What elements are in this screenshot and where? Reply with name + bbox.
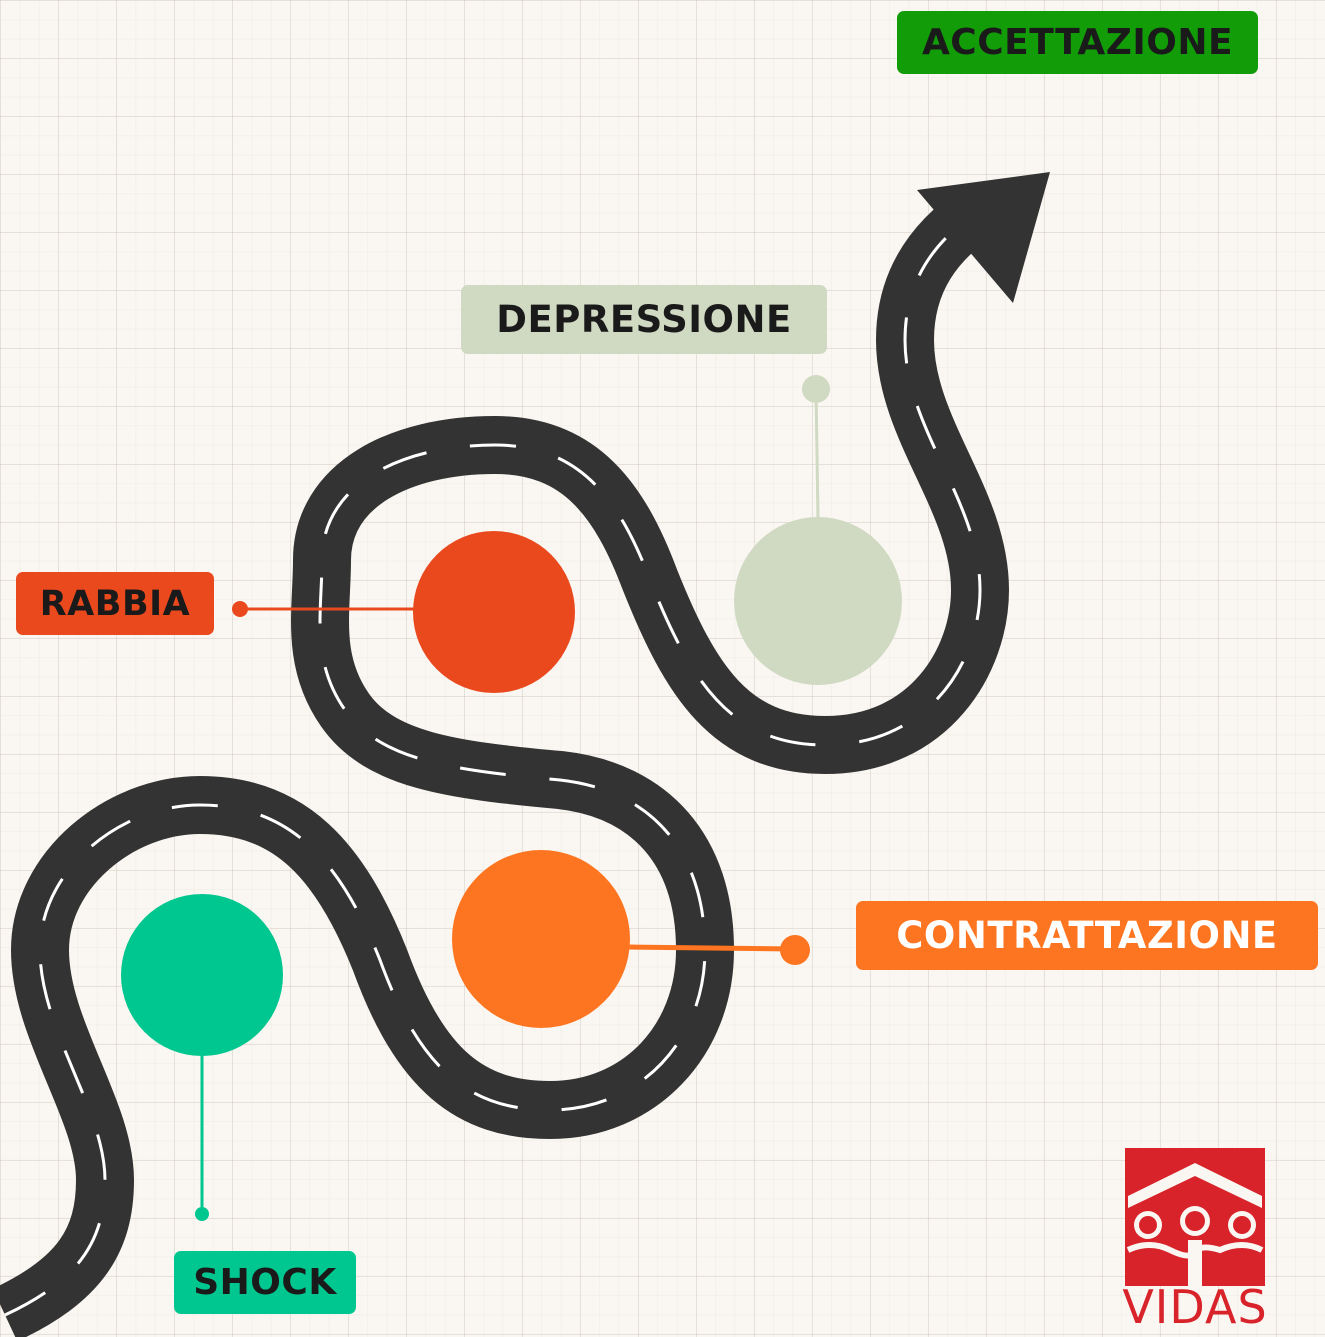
contrattazione-connector	[627, 944, 796, 952]
stage-label-accettazione: ACCETTAZIONE	[897, 11, 1258, 74]
road-center-line	[4, 208, 982, 1317]
rabbia-connector-dot	[232, 601, 248, 617]
stage-label-contrattazione: CONTRATTAZIONE	[856, 901, 1318, 970]
rabbia-circle	[413, 531, 575, 693]
depressione-circle	[734, 517, 902, 685]
stage-label-shock: SHOCK	[174, 1251, 356, 1314]
vidas-logo-icon	[1125, 1148, 1265, 1286]
road	[0, 185, 1009, 1337]
depressione-connector-dot	[802, 375, 830, 403]
stage-label-rabbia: RABBIA	[16, 572, 214, 635]
shock-connector-dot	[195, 1207, 209, 1221]
road-arrow-head	[917, 172, 1050, 303]
contrattazione-connector-dot	[780, 935, 810, 965]
vidas-logo-text: VIDAS	[1122, 1280, 1268, 1334]
stage-label-depressione: DEPRESSIONE	[461, 285, 827, 354]
depressione-connector	[814, 389, 820, 519]
contrattazione-circle	[452, 850, 630, 1028]
shock-circle	[121, 894, 283, 1056]
